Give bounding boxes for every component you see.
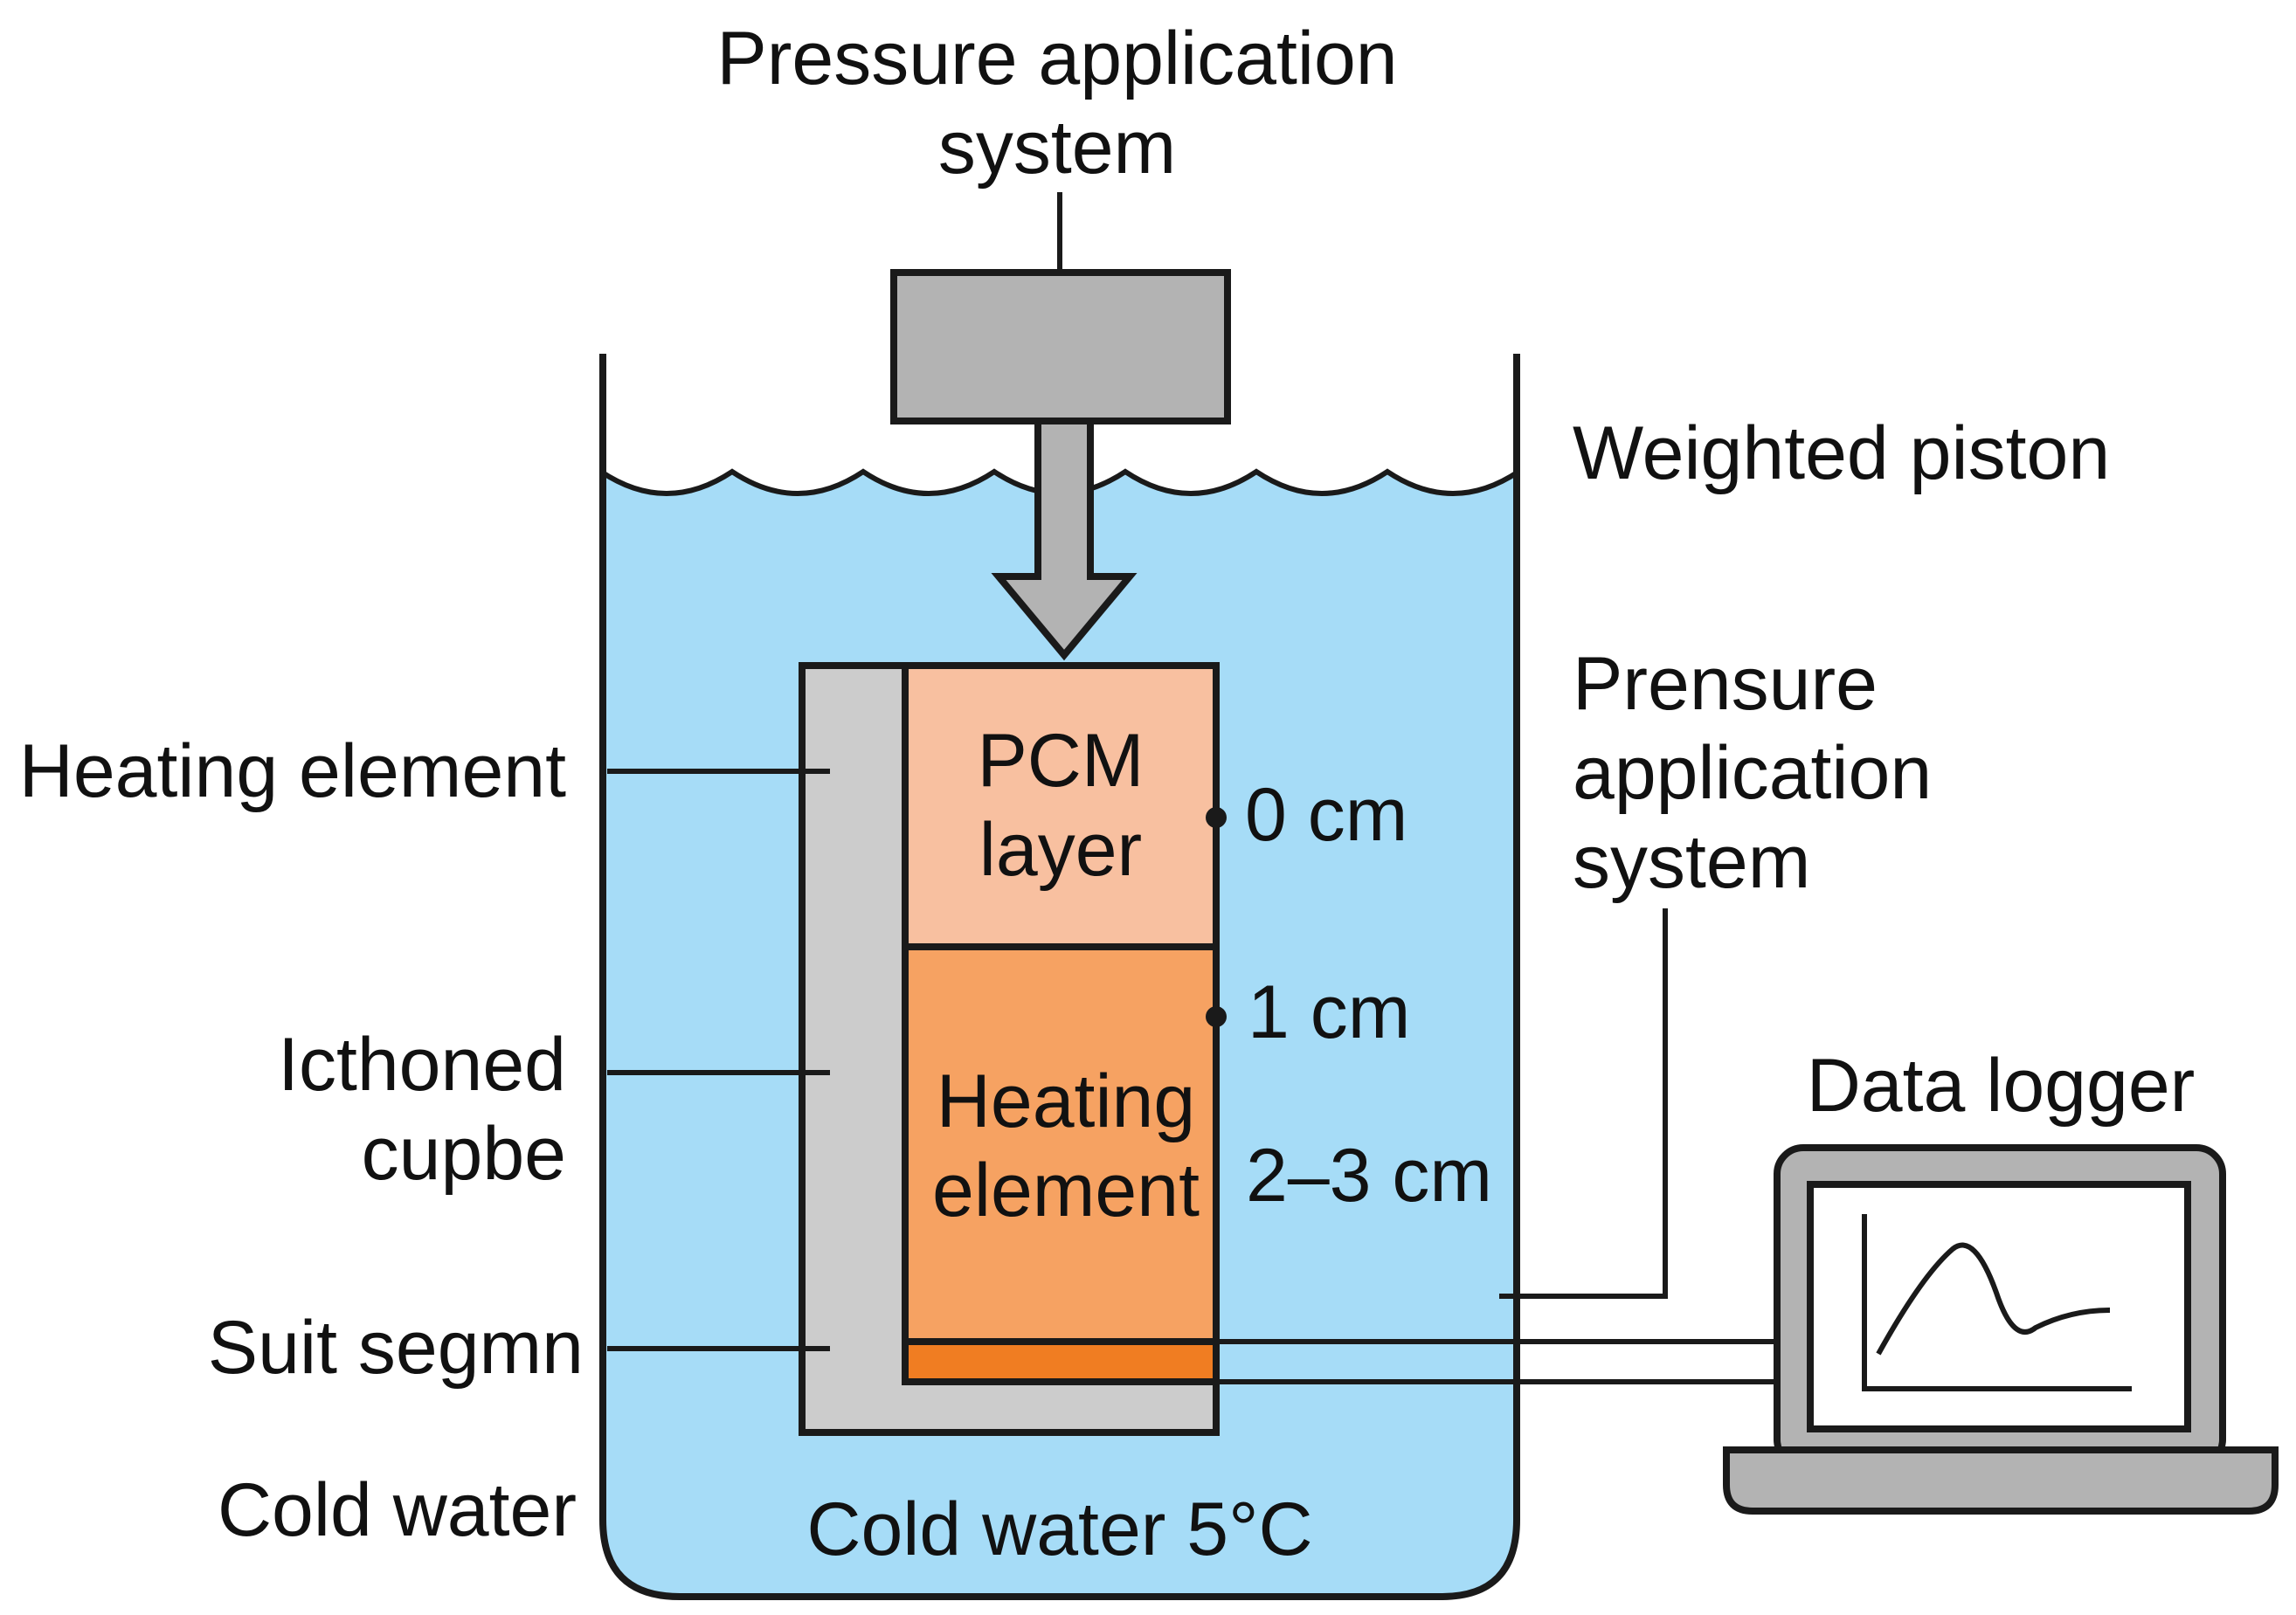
depth-label-0: 0 cm [1245,773,1407,857]
pcm-label-line1: PCM [977,719,1144,803]
label-pressure-right-1: Prensure [1573,642,1878,726]
tank-wall [599,354,1520,1600]
label-cold-water-tank: Cold water 5°C [806,1487,1312,1571]
insulated-cup [799,662,1220,1436]
label-cold-water: Cold water [218,1468,577,1552]
heating-element-block [902,943,1220,1345]
label-pressure-right-2: application [1573,731,1932,815]
label-pressure-right-3: system [1573,820,1810,904]
weighted-piston-block [890,269,1231,424]
pcm-label-line2: layer [979,808,1142,892]
label-weighted-piston: Weighted piston [1573,411,2110,495]
label-pressure-top-1: Pressure application [716,17,1397,100]
laptop-base [1723,1446,2279,1515]
heating-strip [902,1338,1220,1385]
leader-pressure-right [1499,908,1668,1299]
depth-marker-1 [1206,1006,1227,1027]
pressure-application-system [890,192,1231,661]
pcm-layer [902,662,1220,950]
laptop-icon [1723,1144,2279,1515]
plot-axes [1862,1214,2132,1391]
label-pressure-top-2: system [938,106,1176,190]
label-icthoned: Icthoned [278,1023,566,1107]
label-heating-element: Heating element [19,729,566,813]
heating-inner-line1: Heating [937,1059,1195,1143]
label-data-logger: Data logger [1807,1044,2196,1128]
depth-marker-0 [1206,807,1227,828]
heating-inner-line2: element [932,1149,1200,1232]
plot-curve [1876,1242,2111,1356]
label-cupbe: cupbe [362,1112,566,1196]
depth-label-1: 1 cm [1248,970,1410,1054]
depth-label-2-3: 2–3 cm [1246,1134,1492,1218]
label-suit-segmn: Suit segmn [208,1306,584,1390]
line-chart-icon [1862,1214,2132,1391]
down-arrow-icon [991,418,1138,661]
